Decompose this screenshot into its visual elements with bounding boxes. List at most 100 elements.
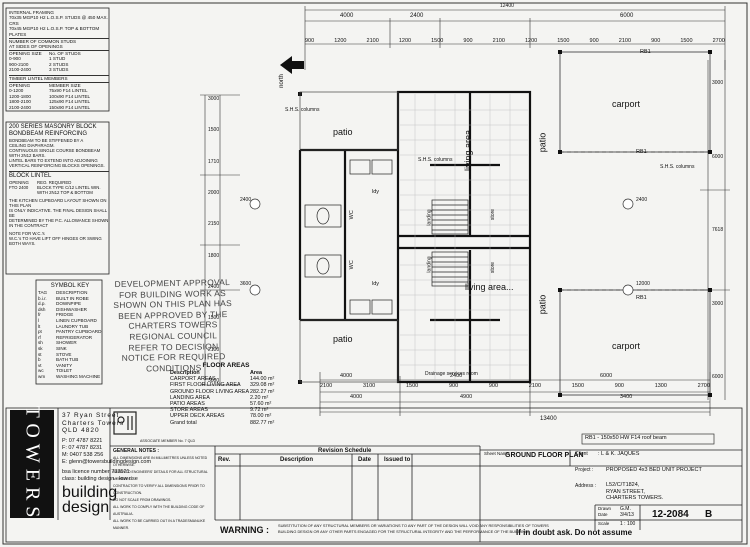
dim: 3000	[712, 80, 724, 86]
label-drainage: Drainage services room	[425, 371, 478, 377]
cell: OPENING	[9, 180, 29, 185]
cell: PATIO AREAS	[170, 401, 205, 408]
cell: FRIDGE	[56, 312, 74, 318]
col: DESCRIPTION	[56, 290, 88, 295]
symbol-row: pt PANTRY CUPBOARD	[38, 329, 102, 335]
masonry-notes: 200 SERIES MASONRY BLOCK BONDBEAM REINFO…	[9, 124, 109, 246]
brand-vertical: TOWERS	[10, 405, 54, 523]
kitchen-note: THE KITCHEN CUPBOARD LAYOUT SHOWN ON THI…	[9, 198, 107, 208]
dim: 1300	[654, 383, 667, 389]
studs-heading: AT SIDES OF OPENINGS	[9, 44, 63, 50]
contact-phone: P: 07 4787 8221 F: 07 4787 8231 M: 0407 …	[62, 438, 151, 466]
label-patio-bottom: patio	[333, 334, 353, 344]
cell: PANTRY CUPBOARD	[56, 329, 102, 335]
cell: 78.00 m²	[250, 413, 272, 420]
cell: UPPER DECK AREAS	[170, 413, 225, 420]
cell: 900-2100	[9, 61, 29, 67]
cell: wc	[38, 368, 44, 374]
col: OPENING	[9, 82, 31, 88]
doubt-notice: If in doubt ask. Do not assume	[516, 528, 633, 537]
dim: 1500	[405, 383, 419, 389]
cell: WASHING MACHINE	[56, 373, 101, 379]
col: OPENING SIZE	[9, 50, 42, 56]
cell: SHOWER	[56, 340, 77, 346]
label-living-bottom: living area...	[465, 282, 514, 292]
lintel-heading: TIMBER LINTEL MEMBERS	[9, 75, 109, 81]
cell: FIRST FLOOR LIVING AREA	[170, 382, 241, 389]
dim-col-right: 3000 6000 7618 3000 6000	[712, 80, 723, 380]
site-address-line: CHARTERS TOWERS.	[606, 495, 664, 501]
dim: 3000	[208, 96, 220, 102]
cell: pt	[38, 329, 42, 335]
col: Area	[250, 370, 262, 376]
dim-bottom: 4000	[350, 394, 363, 400]
cell: 0-1200	[9, 88, 24, 94]
phone-line: M: 0407 538 256	[62, 452, 104, 458]
cell: 2 STUDS	[49, 61, 69, 67]
cell: 57.60 m²	[250, 401, 272, 408]
floor-areas-heading: FLOOR AREAS	[202, 362, 250, 369]
scale-label: Scale	[598, 521, 610, 526]
dim: 1500	[680, 38, 693, 44]
cell: Grand total	[170, 419, 197, 426]
cell: 2100-2400	[9, 67, 31, 73]
label-patio-right-top: patio	[537, 132, 548, 153]
cell: wm	[38, 373, 46, 379]
label-laundry-top: ldy	[372, 189, 380, 195]
north-arrow-icon	[280, 56, 304, 74]
label-shs-columns: S.H.S. columns	[285, 107, 320, 113]
masonry-line: WITH 2N12 BARS.	[9, 153, 46, 158]
note-line: CONTRACTOR TO VERIFY ALL DIMENSIONS PRIO…	[113, 484, 205, 495]
label-store-bottom: store	[490, 261, 497, 274]
kitchen-note: IN THE CONTRACT	[9, 223, 49, 228]
cell: SINK	[56, 345, 67, 351]
revision-letter: B	[705, 509, 713, 520]
scale-value: 1 : 100	[620, 521, 636, 527]
dim: 6000	[712, 153, 724, 160]
approval-stamp: DEVELOPMENT APPROVAL FOR BUILDING WORK A…	[111, 277, 235, 373]
col: No. OF STUDS	[49, 50, 81, 56]
logo-word: design	[62, 499, 110, 516]
dim: 2100	[366, 38, 379, 44]
cell: l	[38, 317, 40, 323]
symbol-row: wm WASHING MACHINE	[38, 374, 102, 380]
label-patio-top: patio	[333, 127, 353, 137]
label-shs-columns-mid: S.H.S. columns	[418, 157, 453, 163]
note-line: ALL DIMENSIONS ARE IN MILLIMETRES UNLESS…	[113, 456, 208, 467]
floor-area-row: UPPER DECK AREAS 78.00 m²	[170, 413, 282, 419]
drawn-value: G.M.	[620, 506, 631, 512]
masonry-line: CONTINUOUS SINGLE COURSE BONDBEAM	[9, 148, 101, 153]
dim: 900	[589, 38, 599, 44]
dim: 1500	[571, 383, 585, 389]
masonry-line: LINTEL BARS TO EXTEND INTO ADJOINING	[9, 158, 98, 163]
dim: 900	[305, 38, 315, 44]
dim-top: 6000	[620, 13, 634, 19]
association-label: ASSOCIATE MEMBER No. 7 QLD	[140, 439, 196, 443]
cell: BUILT IN ROBE	[56, 295, 89, 301]
dim: 900	[488, 383, 499, 389]
phone-line: P: 07 4787 8221	[62, 438, 103, 444]
cell: 2100-2400	[9, 104, 31, 110]
phone-line: F: 07 4787 8231	[62, 445, 103, 451]
cell: 144.00 m²	[250, 376, 275, 383]
dim-bottom-lower: 4000	[340, 373, 353, 379]
framing-line: 70x45 MGP10 H2 L.O.S.P. TOP & BOTTOM PLA…	[9, 26, 100, 37]
dim-mid: 12000	[636, 281, 650, 287]
cell: LANDING AREA	[170, 394, 210, 401]
cell: LAUNDRY TUB	[56, 323, 89, 329]
general-notes-heading: GENERAL NOTES :	[113, 448, 160, 454]
dim-bottom-lower: 6000	[600, 373, 613, 379]
cell: sh	[38, 340, 43, 346]
drawn-label: Drawn	[598, 506, 612, 511]
cell: FTO 2400	[9, 185, 29, 190]
cell: STORE AREAS	[170, 407, 208, 414]
dim: 2100	[528, 383, 542, 389]
